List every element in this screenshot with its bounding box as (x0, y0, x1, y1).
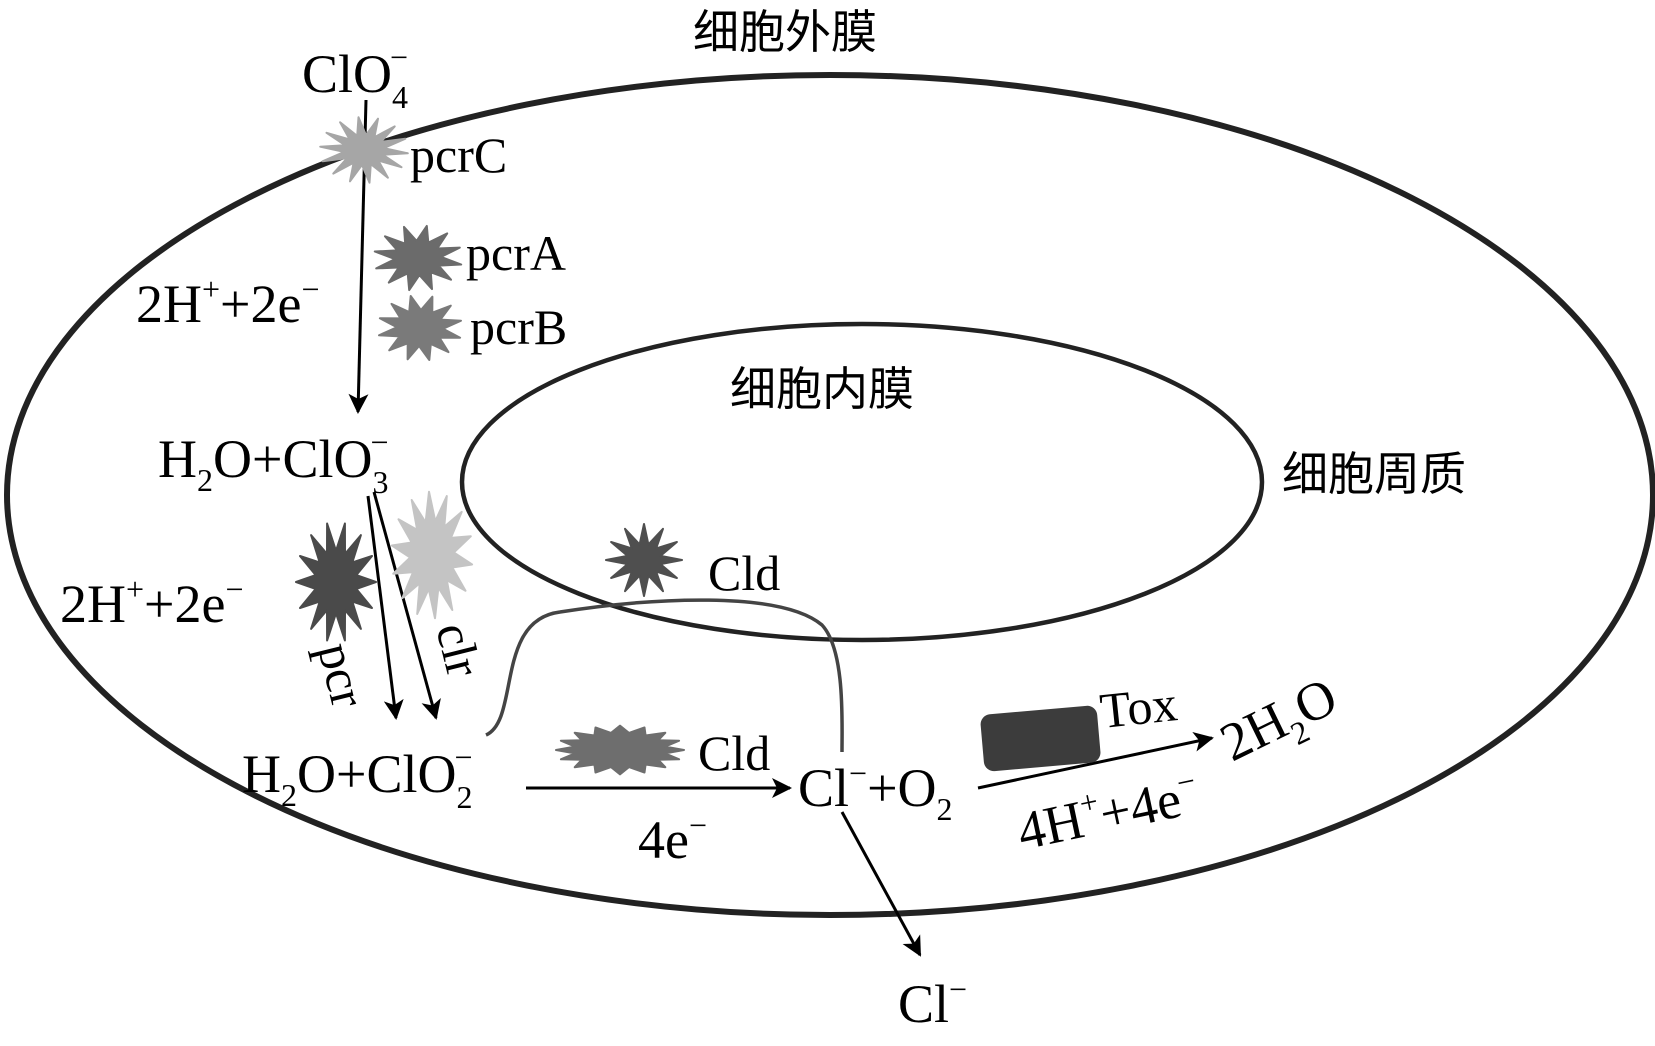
arrow-chlorate-clr (372, 491, 441, 720)
pcr-enzyme-icon (295, 522, 377, 642)
inner-membrane (459, 321, 1265, 643)
enzyme-shapes (295, 116, 685, 776)
arrow-oxygen-to-water (977, 731, 1214, 790)
cld-inner-enzyme-icon (605, 523, 683, 597)
chloride-out-label: Cl− (898, 971, 967, 1034)
electrons-tox-step: 4H++4e− (1011, 762, 1204, 862)
cld-inner-label: Cld (708, 545, 780, 601)
inner-membrane-label: 细胞内膜 (730, 362, 914, 416)
chlorate-label: H2O+ClO3− (158, 424, 389, 500)
outer-membrane-label: 细胞外膜 (693, 5, 877, 59)
cld-periplasm-label: Cld (698, 725, 770, 781)
arrow-chlorate-pcr (366, 495, 404, 720)
periplasm-label: 细胞周质 (1282, 447, 1466, 501)
clr-enzyme-icon (390, 490, 474, 620)
chloride-oxygen-label: Cl−+O2 (798, 755, 953, 827)
chlorite-label: H2O+ClO2− (242, 739, 473, 815)
curve-cld-link (485, 598, 844, 753)
tox-enzyme-icon (980, 705, 1101, 772)
pcrC-enzyme-icon (319, 116, 409, 184)
clr-label: clr (425, 617, 492, 682)
electrons-second-step: 2H++2e− (60, 571, 244, 634)
pcrA-label: pcrA (466, 225, 566, 281)
electrons-first-step: 2H++2e− (136, 271, 320, 334)
perchlorate-label: ClO4− (302, 39, 408, 115)
outer-membrane (4, 72, 1655, 918)
water-label: 2H2O (1211, 666, 1350, 781)
electrons-chlorite-step: 4e− (638, 807, 707, 870)
cld-periplasm-enzyme-icon (555, 724, 685, 776)
arrow-products-to-chloride (840, 811, 922, 957)
pcrC-label: pcrC (410, 127, 507, 183)
tox-label: Tox (1097, 675, 1179, 739)
pcrB-enzyme-icon (378, 295, 462, 361)
pcr-label: pcr (307, 637, 377, 713)
pcrB-label: pcrB (470, 299, 567, 355)
pcrA-enzyme-icon (373, 224, 463, 292)
